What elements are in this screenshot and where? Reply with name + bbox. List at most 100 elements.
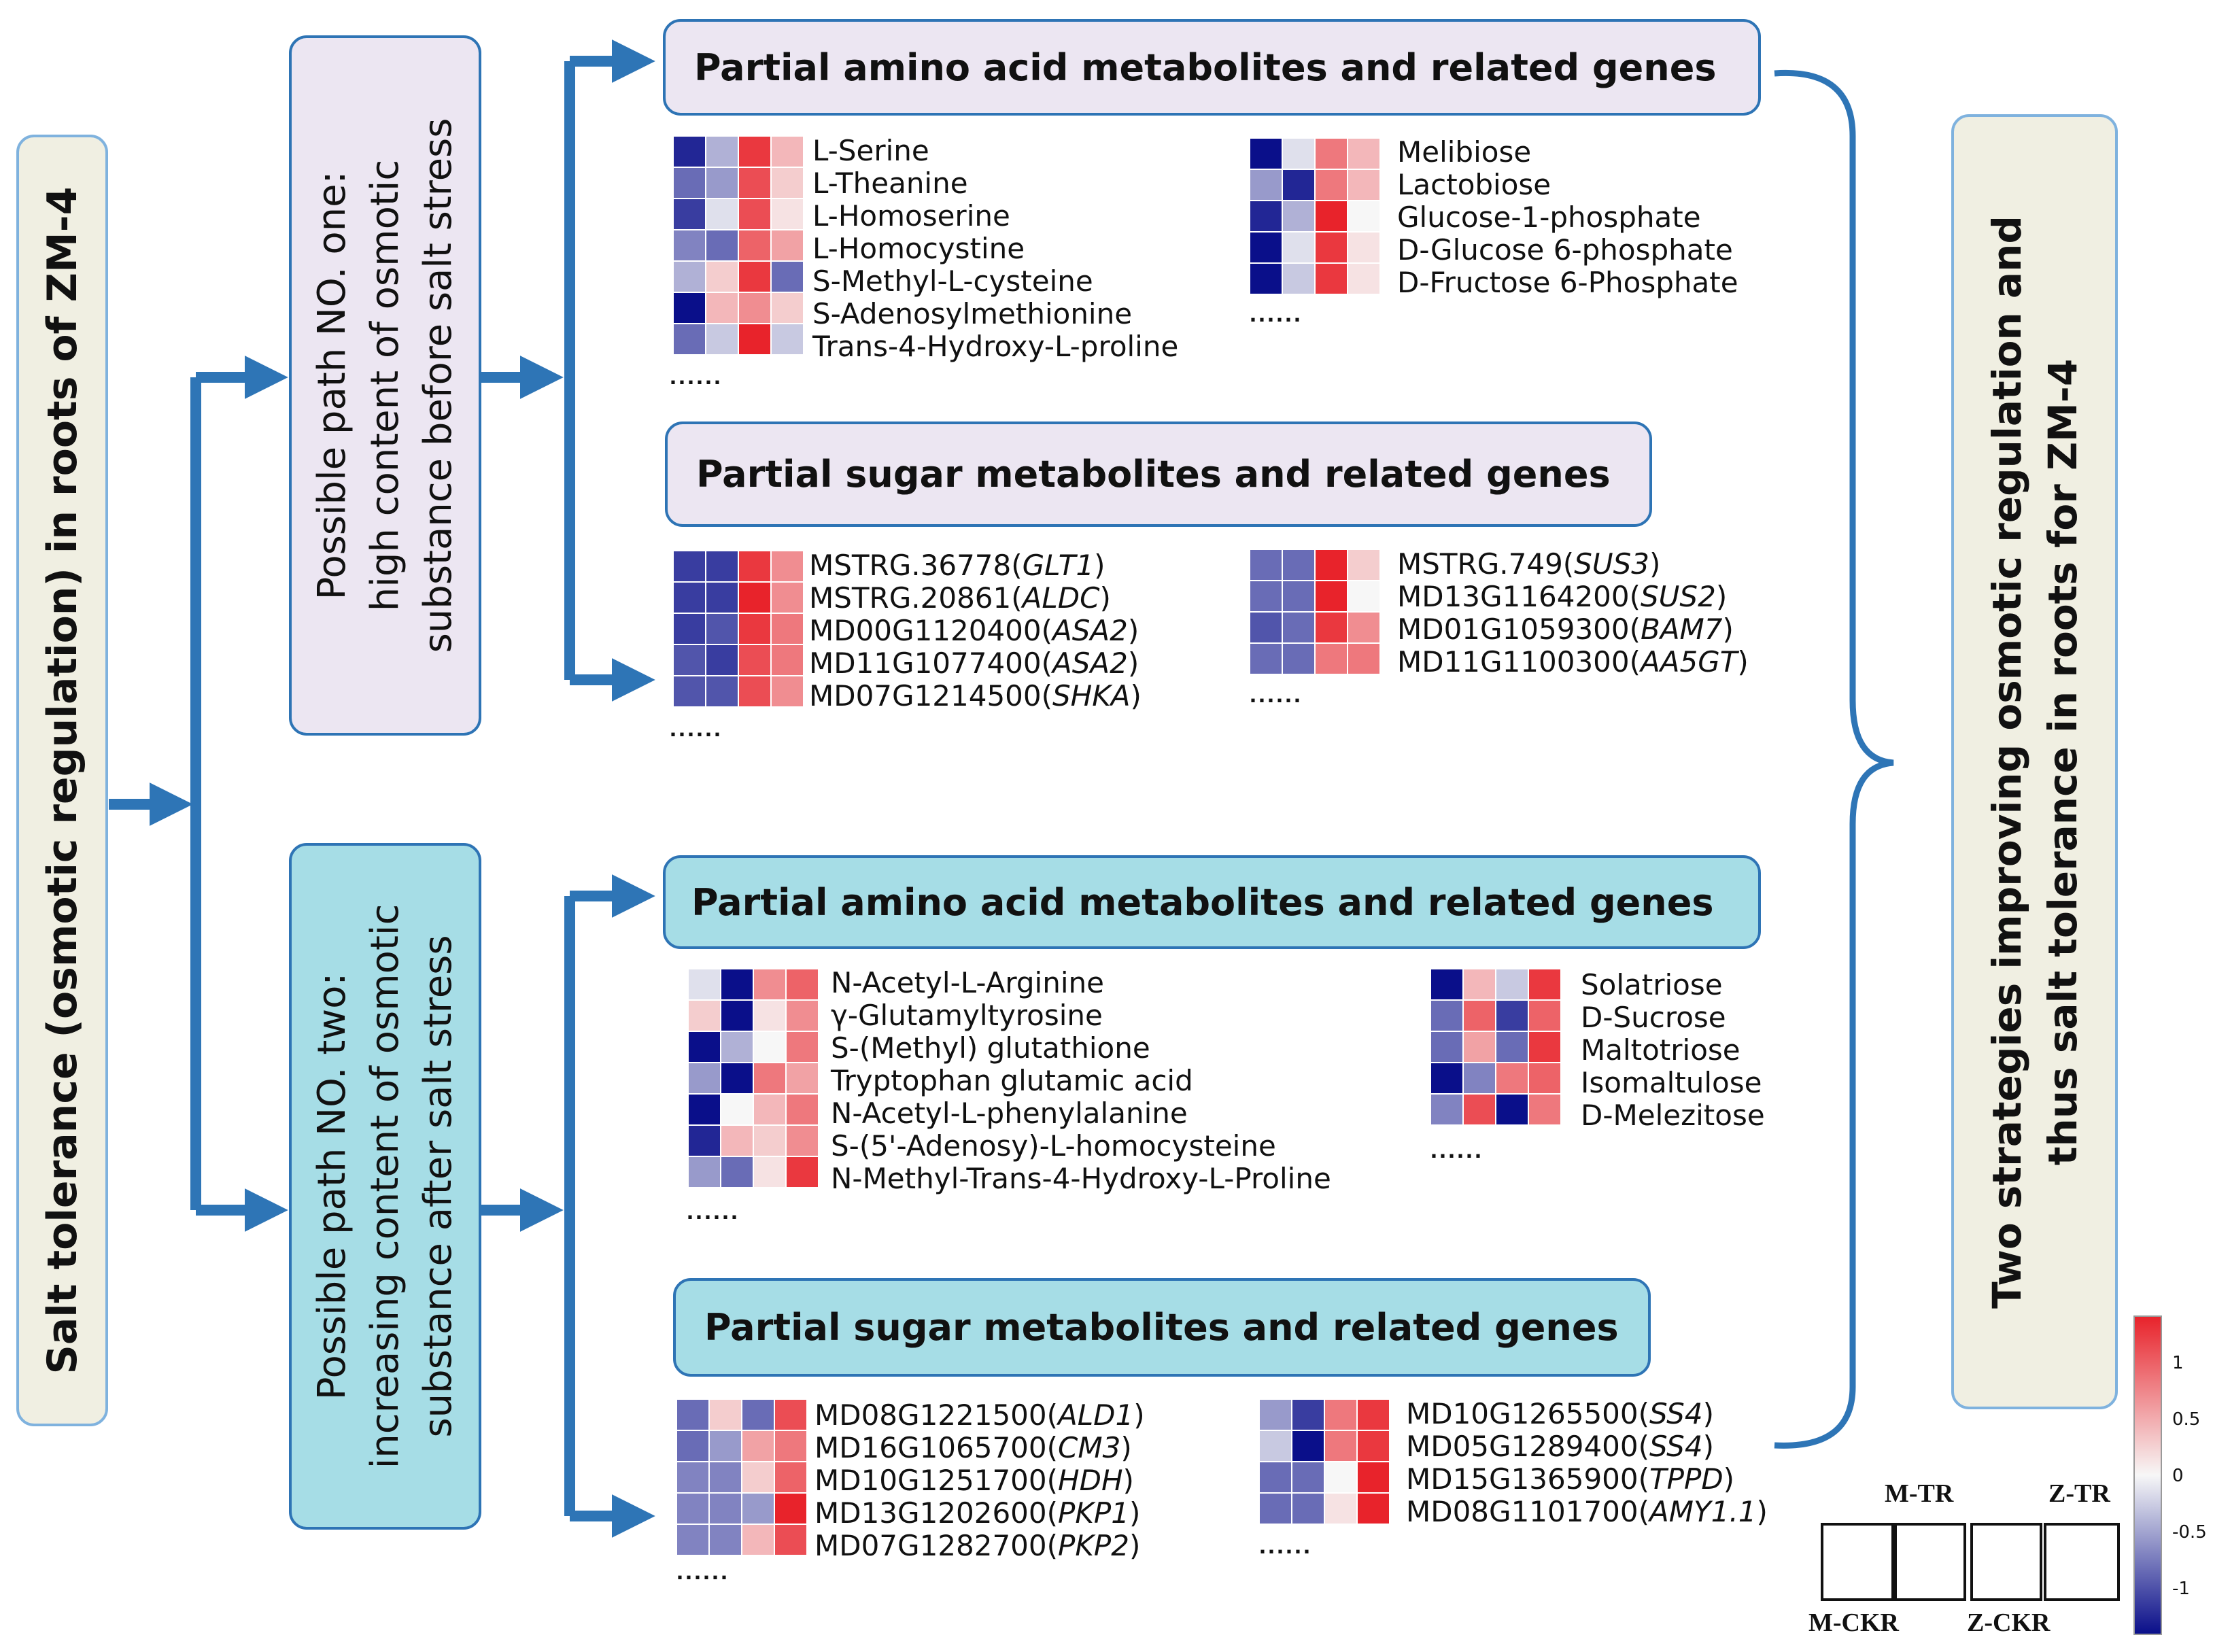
- row-label: MD01G1059300(BAM7): [1397, 613, 1734, 646]
- heatmap-row: [1250, 232, 1380, 263]
- heatmap-cell: [673, 261, 706, 292]
- heatmap-cell: [738, 324, 771, 355]
- labels-s2-p1: MSTRG.36778(GLT1)MSTRG.20861(ALDC)MD00G1…: [809, 549, 1142, 712]
- heatmap-cell: [774, 1462, 807, 1493]
- path-two-line1: Possible path NO. two:: [309, 972, 354, 1400]
- heatmap-cell: [753, 1125, 786, 1156]
- heatmap-row: [673, 230, 804, 261]
- heatmap-row: [688, 1000, 819, 1031]
- heatmap-cell: [742, 1430, 774, 1462]
- heatmap-cell: [1292, 1430, 1324, 1462]
- gene-symbol: SUS2: [1641, 580, 1716, 613]
- gene-symbol: TPPD: [1649, 1462, 1723, 1496]
- heatmap-cell: [738, 676, 771, 707]
- heatmap-row: [688, 1063, 819, 1094]
- heatmap-cell: [673, 613, 706, 644]
- heatmap-cell: [1496, 1063, 1528, 1094]
- heatmap-cell: [1250, 169, 1282, 201]
- heatmap-row: [1259, 1430, 1390, 1462]
- row-label: N-Methyl-Trans-4-Hydroxy-L-Proline: [831, 1162, 1331, 1195]
- row-label: MD16G1065700(CM3): [814, 1431, 1132, 1464]
- color-scale-tick: -1: [2172, 1579, 2190, 1599]
- heatmap-cell: [1528, 1063, 1561, 1094]
- row-label: Isomaltulose: [1581, 1066, 1762, 1099]
- heatmap-row: [673, 199, 804, 230]
- heatmap-cell: [774, 1493, 807, 1524]
- dots-s2-p2: ......: [1250, 680, 1303, 708]
- heatmap-cell: [1315, 232, 1348, 263]
- heatmap-cell: [673, 582, 706, 613]
- right-brace: [1774, 69, 1894, 1449]
- row-label: MSTRG.36778(GLT1): [809, 549, 1105, 582]
- heatmap-cell: [1463, 1000, 1496, 1031]
- gene-symbol: ASA2: [1052, 647, 1128, 680]
- heatmap-cell: [1430, 969, 1463, 1000]
- heatmap-cell: [786, 1094, 819, 1125]
- heatmap-cell: [738, 551, 771, 582]
- heatmap-cell: [753, 1094, 786, 1125]
- heatmap-cell: [1315, 549, 1348, 581]
- right-title: Two strategies improving osmotic regulat…: [1979, 216, 2091, 1309]
- legend-label-z-ckr: Z-CKR: [1967, 1608, 2051, 1637]
- gene-symbol: ASA2: [1052, 614, 1128, 647]
- heatmap-s2-p1: [673, 551, 804, 707]
- heatmap-cell: [1282, 263, 1315, 294]
- heatmap-cell: [1315, 612, 1348, 643]
- row-label: L-Homocystine: [812, 232, 1025, 265]
- heatmap-cell: [774, 1524, 807, 1555]
- heatmap-cell: [742, 1524, 774, 1555]
- heatmap-cell: [1315, 169, 1348, 201]
- heatmap-cell: [1324, 1493, 1357, 1524]
- heatmap-cell: [1348, 612, 1380, 643]
- row-label: D-Sucrose: [1581, 1001, 1726, 1034]
- heatmap-cell: [673, 644, 706, 676]
- heatmap-cell: [1259, 1462, 1292, 1493]
- heatmap-cell: [738, 582, 771, 613]
- row-label: D-Glucose 6-phosphate: [1397, 233, 1733, 266]
- legend-square-z-ckr: [1970, 1523, 2042, 1601]
- right-title-line1: Two strategies improving osmotic regulat…: [1983, 215, 2030, 1309]
- row-label: MSTRG.20861(ALDC): [809, 581, 1111, 615]
- heatmap-cell: [1250, 138, 1282, 169]
- heatmap-cell: [738, 261, 771, 292]
- heatmap-cell: [709, 1524, 742, 1555]
- row-label: L-Homoserine: [812, 199, 1010, 233]
- right-title-box: Two strategies improving osmotic regulat…: [1951, 114, 2118, 1409]
- section-2-title: Partial sugar metabolites and related ge…: [665, 421, 1652, 527]
- gene-symbol: BAM7: [1641, 613, 1723, 646]
- gene-symbol: SHKA: [1052, 679, 1131, 712]
- heatmap-cell: [1259, 1399, 1292, 1430]
- heatmap-cell: [738, 292, 771, 324]
- legend-label-m-ckr: M-CKR: [1808, 1608, 1899, 1637]
- section-1-title: Partial amino acid metabolites and relat…: [663, 19, 1761, 116]
- heatmap-cell: [771, 551, 804, 582]
- path-one-text: Possible path NO. one: high content of o…: [306, 118, 465, 653]
- heatmap-cell: [1250, 201, 1282, 232]
- row-label: L-Theanine: [812, 167, 968, 200]
- heatmap-cell: [676, 1493, 709, 1524]
- heatmap-cell: [771, 136, 804, 167]
- heatmap-cell: [1259, 1493, 1292, 1524]
- heatmap-cell: [1430, 1094, 1463, 1125]
- heatmap-cell: [1324, 1399, 1357, 1430]
- heatmap-cell: [771, 613, 804, 644]
- heatmap-row: [1250, 263, 1380, 294]
- heatmap-cell: [1430, 1000, 1463, 1031]
- heatmap-cell: [1292, 1399, 1324, 1430]
- heatmap-row: [673, 324, 804, 355]
- heatmap-cell: [1315, 201, 1348, 232]
- gene-symbol: AMY1.1: [1649, 1495, 1757, 1528]
- right-title-line2: thus salt tolerance in roots for ZM-4: [2039, 358, 2086, 1165]
- row-label: MD05G1289400(SS4): [1406, 1430, 1714, 1463]
- heatmap-cell: [1250, 643, 1282, 674]
- row-label: MD15G1365900(TPPD): [1406, 1462, 1735, 1496]
- path-two-line3: substance after salt stress: [415, 935, 460, 1438]
- dots-s4-p1: ......: [676, 1557, 730, 1585]
- gene-symbol: PKP1: [1058, 1496, 1129, 1530]
- row-label: MD13G1202600(PKP1): [814, 1496, 1141, 1530]
- heatmap-cell: [706, 167, 738, 199]
- dots-s1-p2: ......: [1250, 299, 1303, 327]
- heatmap-cell: [1496, 1094, 1528, 1125]
